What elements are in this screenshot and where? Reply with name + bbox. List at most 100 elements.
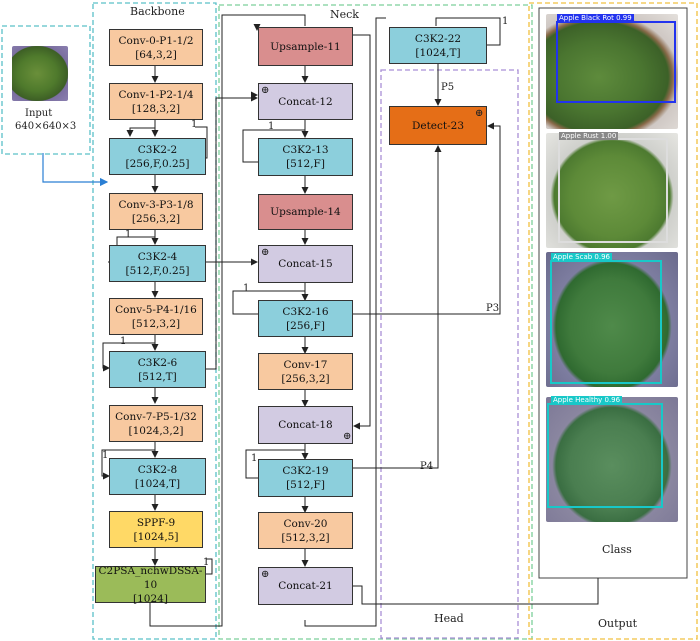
bbox-black-rot (556, 21, 676, 103)
c3k2-6-node: C3K2-6 [512,T] (109, 351, 206, 388)
loop-label-1: 1 (125, 229, 132, 240)
node-name: Concat-18 (278, 419, 333, 431)
node-params: [256,3,2] (131, 212, 181, 225)
output-image-healthy (546, 397, 678, 522)
node-name: Concat-12 (278, 95, 333, 108)
conv-1-node: Conv-1-P2-1/4 [128,3,2] (109, 83, 203, 120)
input-size: 640×640×3 (15, 121, 77, 132)
node-name: C3K2-19 (282, 465, 329, 477)
node-name: Conv-0-P1-1/2 (118, 34, 194, 47)
node-params: [512,3,2] (281, 531, 330, 544)
neck-title: Neck (330, 8, 359, 21)
class-title: Class (602, 543, 632, 556)
concat-plus-icon: ⊕ (261, 247, 270, 258)
conv-7-node: Conv-7-P5-1/32 [1024,3,2] (109, 405, 203, 442)
output-image-black-rot (546, 14, 678, 129)
concat-plus-icon: ⊕ (343, 431, 352, 442)
upsample-11-node: Upsample-11 (258, 27, 353, 66)
node-name: C3K2-4 (137, 250, 178, 263)
node-name: Upsample-14 (270, 206, 341, 218)
sppf-9-node: SPPF-9 [1024,5] (109, 511, 203, 548)
node-params: [1024,5] (133, 530, 179, 543)
output-image-scab (546, 252, 678, 387)
bbox-rust (558, 138, 668, 243)
node-name: C3K2-6 (137, 356, 178, 369)
backbone-title: Backbone (130, 5, 185, 18)
node-params: [64,3,2] (135, 48, 177, 61)
upsample-14-node: Upsample-14 (258, 194, 353, 230)
node-name: Conv-7-P5-1/32 (115, 410, 197, 423)
loop-label-1: 1 (243, 283, 250, 294)
node-params: [256,3,2] (281, 372, 330, 385)
concat-12-node: Concat-12 (258, 83, 353, 120)
bbox-healthy (547, 403, 663, 508)
node-name: C3K2-8 (137, 463, 178, 476)
node-name: Conv-20 (283, 517, 328, 530)
node-params: [1024,T] (415, 46, 461, 59)
edge-label-p4: P4 (420, 461, 434, 472)
node-name: C3K2-16 (282, 305, 329, 318)
node-params: [1024] (133, 592, 168, 605)
node-name: C3K2-2 (137, 143, 178, 156)
conv-17-node: Conv-17 [256,3,2] (258, 353, 353, 390)
conv-5-node: Conv-5-P4-1/16 [512,3,2] (109, 298, 203, 335)
output-frame (528, 2, 698, 640)
edge-label-p3: P3 (486, 303, 500, 314)
loop-label-1: 1 (102, 450, 109, 461)
node-params: [512,T] (138, 370, 177, 383)
node-params: [512,F,0.25] (125, 264, 190, 277)
loop-label-1: 1 (191, 119, 198, 130)
c3k2-19-node: C3K2-19 [512,F] (258, 459, 353, 497)
node-name: C2PSA_nchwDSSA-10 (98, 564, 203, 591)
node-params: [1024,3,2] (128, 424, 184, 437)
c3k2-22-node: C3K2-22 [1024,T] (389, 27, 487, 64)
loop-label-1: 1 (268, 121, 275, 132)
node-name: Concat-21 (278, 580, 333, 592)
node-params: [512,F] (286, 158, 325, 170)
c3k2-13-node: C3K2-13 [512,F] (258, 138, 353, 176)
node-params: [128,3,2] (131, 102, 181, 115)
detect-23-node: Detect-23 (389, 106, 487, 145)
neck-frame (218, 4, 533, 640)
concat-plus-icon: ⊕ (261, 85, 270, 96)
conv-20-node: Conv-20 [512,3,2] (258, 512, 353, 549)
c3k2-2-node: C3K2-2 [256,F,0.25] (109, 138, 206, 175)
node-params: [512,3,2] (131, 317, 181, 330)
detect-plus-icon: ⊕ (475, 108, 484, 119)
det-label-black-rot: Apple Black Rot 0.99 (557, 14, 634, 22)
input-frame (1, 25, 91, 155)
node-params: [1024,T] (134, 477, 181, 490)
node-name: Detect-23 (411, 119, 465, 132)
loop-label-1: 1 (203, 557, 210, 568)
input-leaf-thumbnail (12, 46, 68, 101)
det-label-scab: Apple Scab 0.96 (551, 253, 612, 261)
c3k2-16-node: C3K2-16 [256,F] (258, 300, 353, 337)
node-name: Upsample-11 (270, 40, 341, 53)
node-params: [256,F,0.25] (125, 157, 190, 170)
concat-15-node: Concat-15 (258, 245, 353, 283)
node-name: Conv-17 (283, 358, 328, 371)
node-name: SPPF-9 (136, 516, 176, 529)
det-label-rust: Apple Rust 1.00 (559, 132, 619, 140)
loop-label-1: 1 (251, 453, 258, 464)
c3k2-8-node: C3K2-8 [1024,T] (109, 458, 206, 495)
c2psa-10-node: C2PSA_nchwDSSA-10 [1024] (95, 564, 206, 605)
node-name: C3K2-13 (282, 144, 329, 156)
conv-3-node: Conv-3-P3-1/8 [256,3,2] (109, 193, 203, 230)
output-image-rust (546, 133, 678, 248)
concat-21-node: Concat-21 (258, 567, 353, 605)
output-title: Output (598, 617, 638, 630)
c3k2-4-node: C3K2-4 [512,F,0.25] (109, 245, 206, 282)
node-name: Conv-5-P4-1/16 (115, 303, 197, 316)
node-params: [256,F] (286, 319, 325, 332)
node-name: Conv-3-P3-1/8 (118, 198, 194, 211)
loop-label-1: 1 (502, 16, 509, 27)
node-name: Concat-15 (278, 258, 333, 270)
edge-label-p5: P5 (441, 82, 455, 93)
bbox-scab (550, 260, 662, 384)
input-label: Input (25, 108, 53, 119)
conv-0-node: Conv-0-P1-1/2 [64,3,2] (109, 29, 203, 66)
head-frame (380, 69, 519, 639)
class-frame (538, 7, 688, 579)
